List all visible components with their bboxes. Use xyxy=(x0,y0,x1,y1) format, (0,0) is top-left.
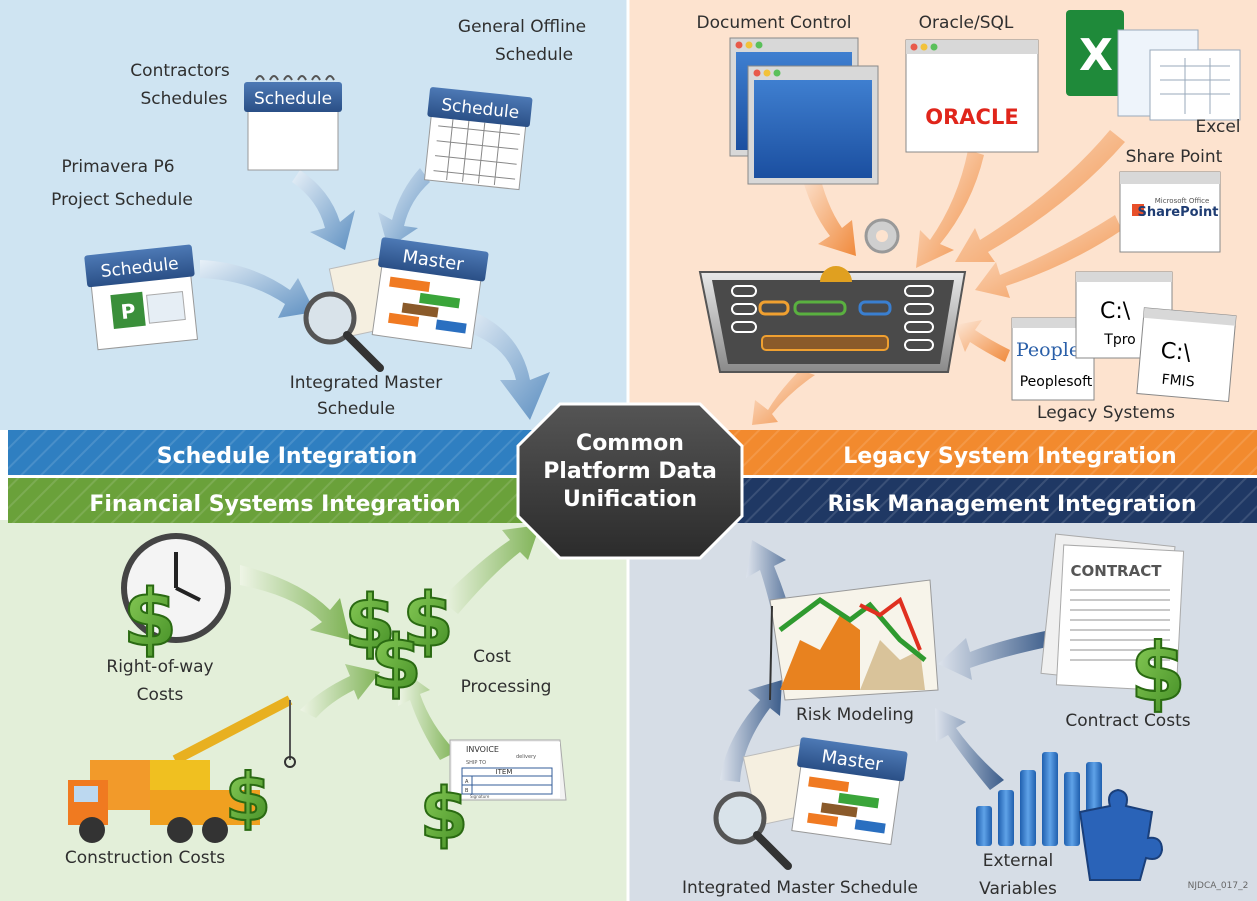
integrated-label-line1: Integrated Master xyxy=(290,373,443,393)
arrow-doccontrol-to-bus xyxy=(800,168,856,256)
row-label-line1: Right-of-way xyxy=(106,657,213,677)
center-hub: Common Platform Data Unification xyxy=(516,402,744,560)
arrow-row-to-cost xyxy=(240,565,350,640)
share-point-label: Share Point xyxy=(1126,147,1223,167)
contractors-schedule-icon: Schedule xyxy=(244,75,342,171)
contract-header-text: CONTRACT xyxy=(1071,562,1163,580)
legacy-systems-label: Legacy Systems xyxy=(1037,403,1175,423)
integrated-master-schedule-icon: Master xyxy=(303,237,489,372)
primavera-label-line2: Project Schedule xyxy=(51,190,193,210)
integrated-label-line2: Schedule xyxy=(317,399,395,419)
clock-icon xyxy=(121,533,231,643)
contractors-label-line1: Contractors xyxy=(130,61,230,81)
invoice-item: ITEM xyxy=(496,768,513,776)
center-hub-line2: Platform Data xyxy=(543,459,717,484)
risk-modeling-label: Risk Modeling xyxy=(796,705,914,725)
contract-document-icon: CONTRACT xyxy=(1040,533,1185,692)
arrow-oracle-to-bus xyxy=(916,150,984,268)
document-control-icon xyxy=(729,37,879,185)
external-variables-line2: Variables xyxy=(979,879,1057,899)
financial-band-label: Financial Systems Integration xyxy=(89,492,460,517)
primavera-schedule-icon: Schedule P xyxy=(84,244,199,351)
arrow-invoice-to-cost xyxy=(398,670,456,760)
cost-processing-line2: Processing xyxy=(461,677,552,697)
dollar-icon-contract: $ xyxy=(1130,626,1186,719)
tpro-label: Tpro xyxy=(1103,332,1135,348)
integrated-master-schedule-risk-icon: Master xyxy=(713,737,908,870)
arrow-cost-to-hub xyxy=(440,525,540,614)
legacy-band-label: Legacy System Integration xyxy=(843,444,1176,469)
fmis-window-icon: C:\ FMIS xyxy=(1136,307,1237,403)
general-offline-schedule-icon: Schedule xyxy=(423,87,533,191)
arrow-general-to-master xyxy=(378,168,430,248)
external-variables-line1: External xyxy=(983,851,1054,871)
peoplesoft-label: Peoplesoft xyxy=(1020,374,1093,390)
peoplesoft-logo-text: PeopleS xyxy=(1016,339,1093,361)
invoice-sub: delivery xyxy=(516,754,536,760)
risk-integrated-label: Integrated Master Schedule xyxy=(682,878,918,898)
svg-text:$: $ xyxy=(370,620,422,706)
oracle-window-icon: ORACLE xyxy=(905,39,1039,153)
svg-text:$: $ xyxy=(402,578,454,664)
row-label-line2: Costs xyxy=(137,685,184,705)
cost-processing-line1: Cost xyxy=(473,647,511,667)
sharepoint-logo-text: SharePoint xyxy=(1137,205,1218,220)
svg-text:P: P xyxy=(120,299,137,324)
svg-text:X: X xyxy=(1079,30,1113,81)
invoice-document-icon: INVOICE delivery SHIP TO ITEM A B Signat… xyxy=(449,739,567,801)
arrow-bus-to-hub xyxy=(752,370,815,425)
risk-band-label: Risk Management Integration xyxy=(827,492,1196,517)
dollar-icon-row: $ xyxy=(123,574,177,664)
invoice-ship-to: SHIP TO xyxy=(466,760,486,766)
arrow-contractors-to-master xyxy=(292,170,355,250)
cost-processing-dollars-icon: $ $ $ xyxy=(343,577,455,707)
dollar-icon-invoice: $ xyxy=(420,773,469,855)
fmis-prompt: C:\ xyxy=(1160,338,1193,366)
schedule-quadrant-bg xyxy=(0,0,628,430)
arrow-primavera-to-master xyxy=(200,260,315,318)
sharepoint-small-text: Microsoft Office xyxy=(1155,197,1210,205)
integration-bus-icon xyxy=(698,218,967,373)
invoice-signature: Signature xyxy=(470,794,490,799)
general-label-line1: General Offline xyxy=(458,17,586,37)
construction-costs-label: Construction Costs xyxy=(65,848,225,868)
excel-label: Excel xyxy=(1195,117,1240,137)
arrow-excel-to-bus xyxy=(955,130,1125,262)
tpro-prompt: C:\ xyxy=(1100,299,1131,324)
arrow-sharepoint-to-bus xyxy=(975,215,1122,298)
invoice-title: INVOICE xyxy=(466,745,499,754)
arrow-legacy-to-bus xyxy=(955,320,1010,362)
center-hub-line3: Unification xyxy=(563,487,697,512)
arrow-master-to-chart xyxy=(720,680,782,782)
svg-text:$: $ xyxy=(344,580,396,666)
risk-modeling-chart-icon xyxy=(769,579,939,701)
excel-icon: X xyxy=(1066,10,1241,121)
schedule-band-label: Schedule Integration xyxy=(157,444,418,469)
dollar-icon-construction: $ xyxy=(225,759,271,836)
oracle-sql-label: Oracle/SQL xyxy=(919,13,1014,33)
arrow-variables-to-chart xyxy=(935,708,1004,790)
fmis-label: FMIS xyxy=(1161,372,1196,391)
puzzle-piece-icon xyxy=(1078,788,1164,881)
arrow-master-to-hub xyxy=(462,310,550,420)
general-label-line2: Schedule xyxy=(495,45,573,65)
arrow-construction-to-cost xyxy=(300,664,380,718)
construction-truck-icon xyxy=(68,695,296,843)
primavera-label-line1: Primavera P6 xyxy=(61,157,174,177)
document-control-label: Document Control xyxy=(697,13,852,33)
footer-code: NJDCA_017_2 xyxy=(1188,881,1249,891)
arrow-contract-to-chart xyxy=(938,630,1052,680)
contractors-label-line2: Schedules xyxy=(141,89,228,109)
contractors-tab-label: Schedule xyxy=(254,89,332,109)
sharepoint-window-icon: Microsoft Office SharePoint xyxy=(1119,171,1221,253)
invoice-row-b: B xyxy=(465,788,469,794)
invoice-row-a: A xyxy=(465,779,469,785)
contract-costs-label: Contract Costs xyxy=(1065,711,1190,731)
oracle-logo-text: ORACLE xyxy=(925,105,1018,129)
peoplesoft-window-icon: PeopleS Peoplesoft xyxy=(1011,317,1095,401)
center-hub-line1: Common xyxy=(576,431,684,456)
